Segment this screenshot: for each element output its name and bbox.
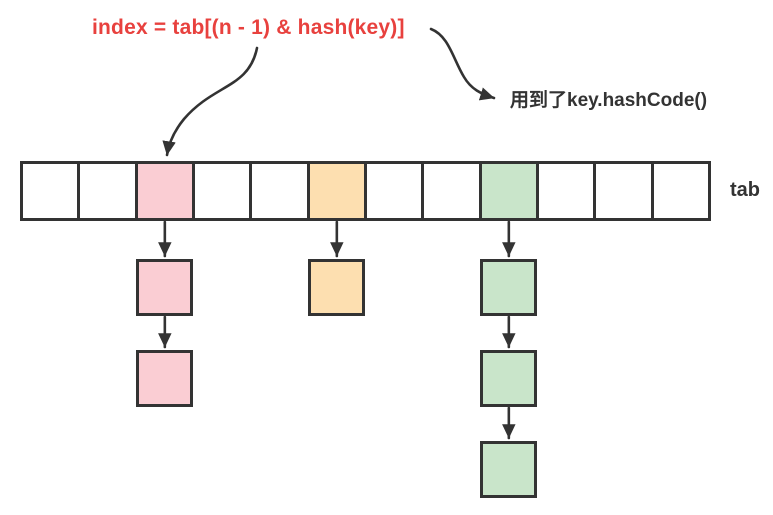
tab-array-label: tab — [730, 179, 760, 201]
array-cell-0 — [23, 164, 78, 218]
formula-to-cell-arrow — [162, 46, 259, 157]
pink-chain-node-0 — [136, 259, 194, 316]
array-cell-7 — [421, 164, 479, 218]
green-chain-node-0 — [480, 259, 538, 316]
array-cell-11 — [650, 164, 708, 218]
index-formula-text: index = tab[(n - 1) & hash(key)] — [92, 16, 405, 39]
hashcode-note-text: 用到了key.hashCode() — [510, 90, 708, 111]
array-cell-10 — [593, 164, 651, 218]
orange-chain-node-0 — [308, 259, 366, 316]
array-cell-8-green — [478, 164, 536, 218]
array-cell-4 — [249, 164, 307, 218]
green-chain-node-2 — [480, 441, 538, 498]
array-cell-9 — [535, 164, 594, 218]
array-cell-2-pink — [134, 164, 192, 218]
array-cell-3 — [191, 164, 250, 218]
tab-array — [20, 161, 711, 221]
green-chain-node-1 — [480, 350, 538, 407]
formula-to-note-arrow — [429, 27, 496, 101]
array-cell-1 — [77, 164, 135, 218]
pink-chain-node-1 — [136, 350, 194, 407]
array-cell-5-orange — [306, 164, 364, 218]
array-cell-6 — [363, 164, 422, 218]
